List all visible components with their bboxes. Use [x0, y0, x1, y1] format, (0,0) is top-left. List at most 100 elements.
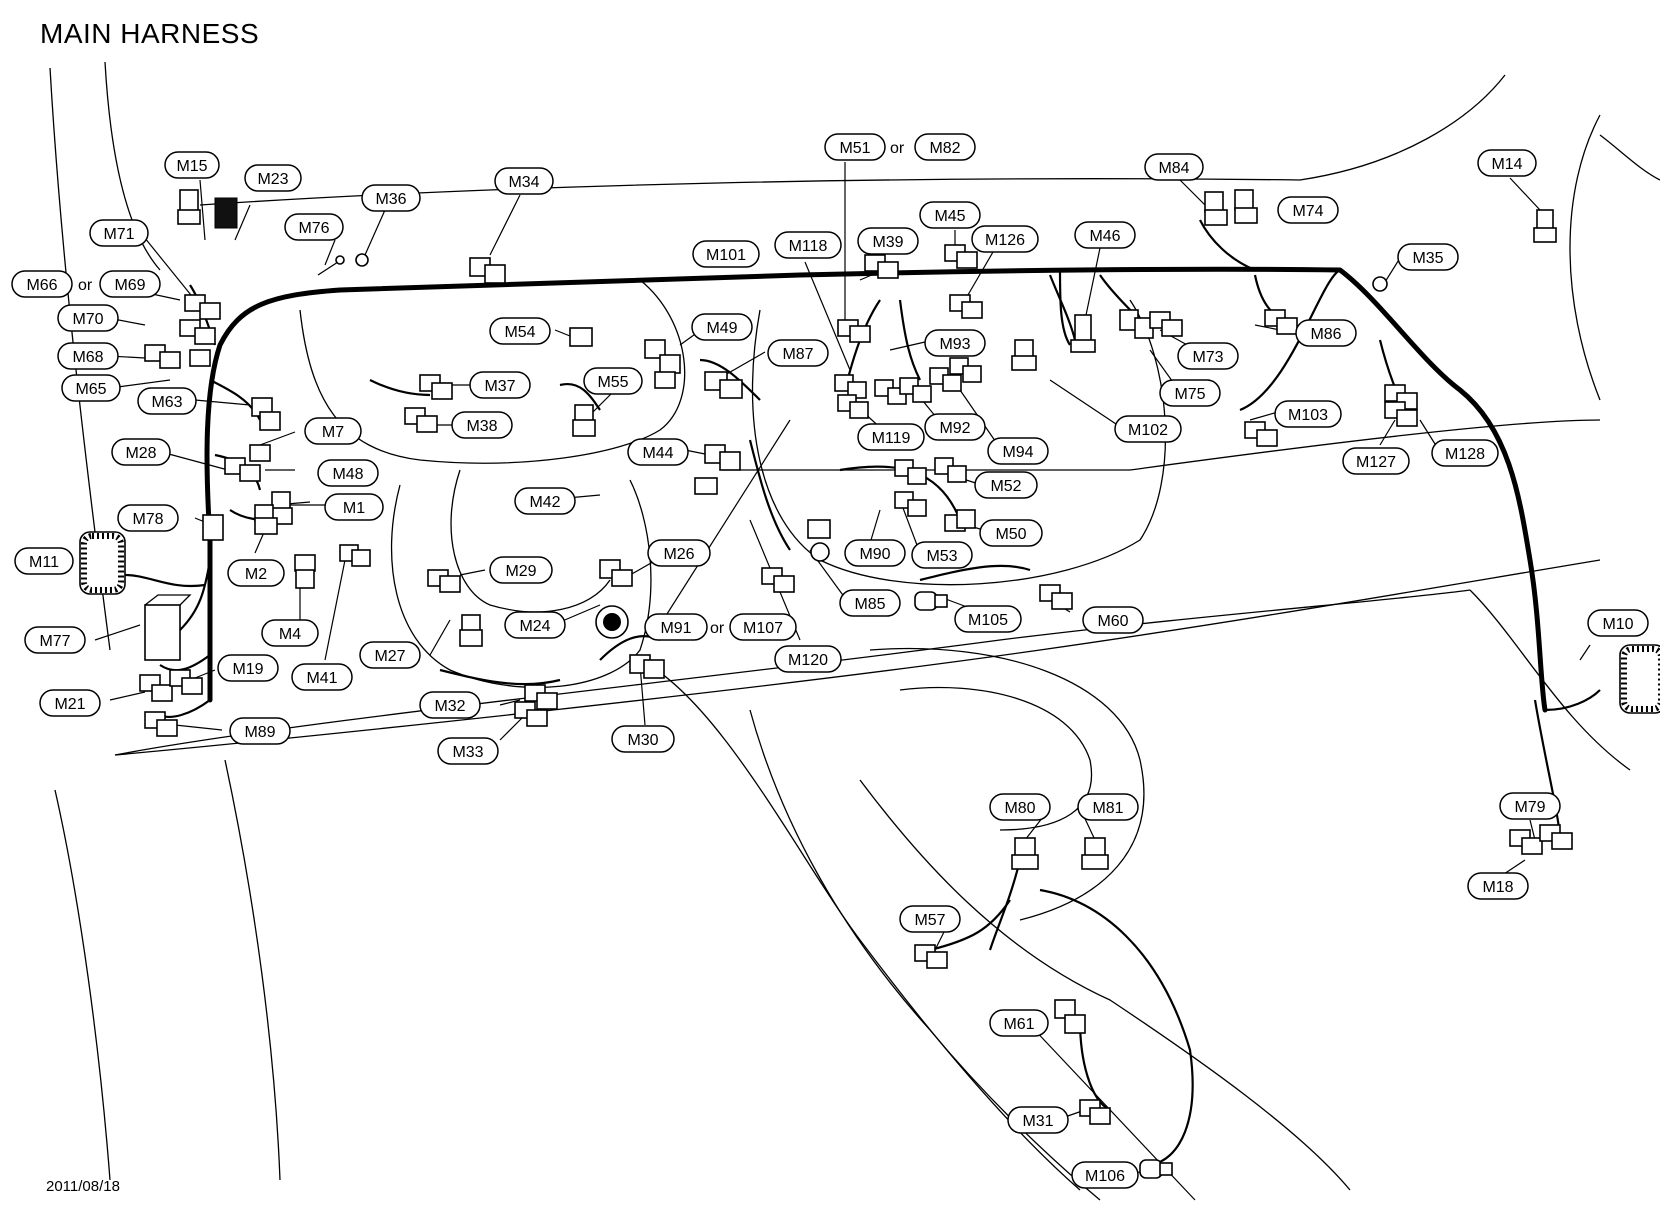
connector-m32-m33 — [514, 684, 558, 727]
svg-text:M19: M19 — [232, 661, 263, 678]
connector-m103 — [1244, 421, 1278, 447]
connector-m57 — [914, 944, 948, 969]
connector-m45 — [944, 244, 978, 269]
label-m102: M102 — [1114, 415, 1182, 443]
connector-m75-m73 — [1119, 309, 1183, 339]
connector-m63 — [251, 397, 281, 431]
svg-text:M79: M79 — [1514, 799, 1545, 816]
label-m53: M53 — [911, 541, 973, 569]
svg-text:M70: M70 — [72, 311, 103, 328]
label-m70: M70 — [57, 304, 119, 332]
svg-text:M42: M42 — [529, 494, 560, 511]
main-harness-trunk — [124, 266, 1601, 713]
svg-text:M75: M75 — [1174, 386, 1205, 403]
svg-text:M61: M61 — [1003, 1016, 1034, 1033]
svg-text:M71: M71 — [103, 226, 134, 243]
svg-text:M106: M106 — [1085, 1168, 1125, 1185]
svg-text:M86: M86 — [1310, 326, 1341, 343]
connector-m77 — [144, 594, 192, 661]
svg-text:M80: M80 — [1004, 800, 1035, 817]
label-m126: M126 — [971, 225, 1039, 253]
connector-m80 — [1011, 837, 1039, 870]
connector-m2 — [254, 504, 278, 535]
svg-text:M2: M2 — [245, 566, 267, 583]
label-m35: M35 — [1397, 243, 1459, 271]
svg-text:M28: M28 — [125, 445, 156, 462]
connector-m14 — [1533, 209, 1557, 243]
connector-m79-m18 — [1509, 824, 1573, 855]
svg-text:M77: M77 — [39, 633, 70, 650]
svg-text:M29: M29 — [505, 563, 536, 580]
label-m80: M80 — [989, 793, 1051, 821]
svg-text:M65: M65 — [75, 381, 106, 398]
label-m60: M60 — [1082, 606, 1144, 634]
connector-m51-m82 — [837, 319, 871, 343]
svg-text:M53: M53 — [926, 548, 957, 565]
connector-m60 — [1039, 584, 1073, 610]
or-text-m51-m82: or — [890, 140, 905, 157]
svg-text:M128: M128 — [1445, 446, 1485, 463]
svg-text:M48: M48 — [332, 466, 363, 483]
label-m30: M30 — [611, 725, 675, 753]
svg-text:M69: M69 — [114, 277, 145, 294]
label-m85: M85 — [839, 589, 901, 617]
label-m19: M19 — [217, 654, 279, 682]
svg-text:M31: M31 — [1022, 1113, 1053, 1130]
connector-m10 — [1619, 644, 1660, 714]
label-m107: M107 — [729, 613, 797, 641]
svg-text:M102: M102 — [1128, 422, 1168, 439]
connector-m24 — [595, 605, 629, 639]
svg-text:M35: M35 — [1412, 250, 1443, 267]
label-m33: M33 — [437, 737, 499, 765]
connector-m39 — [864, 254, 899, 279]
connector-m31 — [1079, 1099, 1111, 1125]
label-m55: M55 — [583, 367, 643, 395]
svg-text:M45: M45 — [934, 208, 965, 225]
label-m50: M50 — [979, 519, 1043, 547]
svg-text:M94: M94 — [1002, 444, 1033, 461]
svg-text:M89: M89 — [244, 724, 275, 741]
svg-text:M30: M30 — [627, 732, 658, 749]
svg-text:M63: M63 — [151, 394, 182, 411]
svg-text:M50: M50 — [995, 526, 1026, 543]
svg-text:M82: M82 — [929, 140, 960, 157]
svg-text:M24: M24 — [519, 618, 550, 635]
label-m26: M26 — [647, 539, 711, 567]
svg-text:M52: M52 — [990, 478, 1021, 495]
label-m90: M90 — [844, 539, 906, 567]
connector-m50 — [944, 509, 976, 532]
svg-text:M92: M92 — [939, 420, 970, 437]
label-m73: M73 — [1177, 342, 1239, 370]
label-m32: M32 — [419, 691, 481, 719]
label-m61: M61 — [989, 1009, 1049, 1037]
svg-text:M68: M68 — [72, 349, 103, 366]
label-m118: M118 — [774, 231, 842, 259]
connector-m61 — [1054, 999, 1086, 1034]
svg-text:M127: M127 — [1356, 454, 1396, 471]
connector-m126 — [949, 294, 983, 319]
connector-m120 — [761, 567, 795, 593]
label-m46: M46 — [1074, 221, 1136, 249]
label-m34: M34 — [494, 167, 554, 195]
label-m31: M31 — [1007, 1106, 1069, 1134]
connector-m35 — [1372, 276, 1388, 292]
label-m15: M15 — [164, 151, 220, 179]
svg-text:M55: M55 — [597, 374, 628, 391]
label-m74: M74 — [1277, 196, 1339, 224]
label-m79: M79 — [1499, 792, 1561, 820]
connector-m23 — [214, 197, 238, 229]
connector-m84 — [1204, 191, 1228, 226]
label-m106: M106 — [1071, 1161, 1139, 1189]
label-m120: M120 — [774, 645, 842, 673]
connector-m55 — [572, 404, 596, 437]
connector-m118-m119-cluster — [834, 357, 982, 419]
svg-text:M14: M14 — [1491, 156, 1522, 173]
label-m94: M94 — [987, 437, 1049, 465]
label-m89: M89 — [229, 717, 291, 745]
label-m75: M75 — [1159, 379, 1221, 407]
label-m82: M82 — [914, 133, 976, 161]
label-m78: M78 — [117, 504, 179, 532]
label-m18: M18 — [1467, 872, 1529, 900]
svg-text:M103: M103 — [1288, 407, 1328, 424]
label-m44: M44 — [627, 438, 689, 466]
